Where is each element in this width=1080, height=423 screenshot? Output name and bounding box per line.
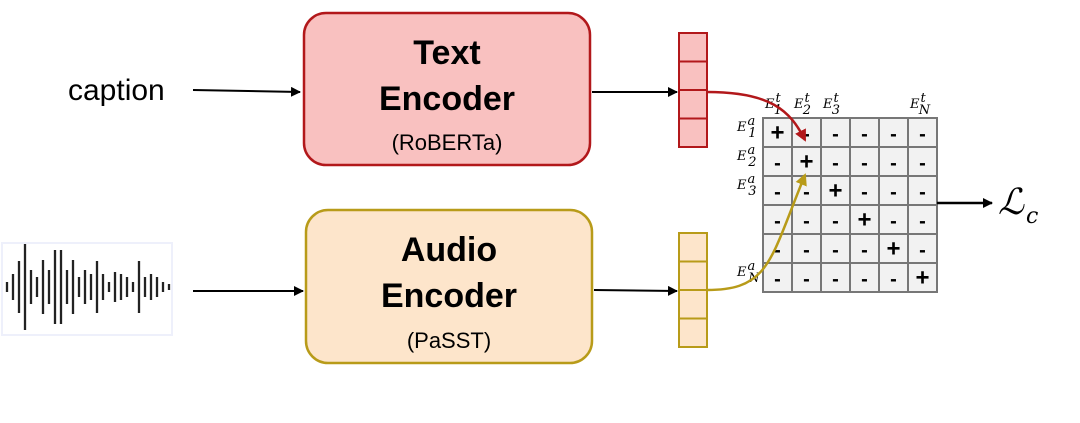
embedding-cell — [678, 89, 708, 120]
positive-pair-mark: + — [857, 207, 871, 234]
caption-arrow — [192, 86, 301, 97]
loss-subscript: c — [1026, 204, 1038, 229]
negative-pair-mark: - — [832, 124, 839, 146]
negative-pair-mark: - — [890, 153, 897, 175]
matrix-cell — [878, 233, 909, 264]
negative-pair-mark: - — [919, 211, 926, 233]
matrix-cell — [820, 117, 851, 148]
matrix-cell — [849, 204, 880, 235]
loss-symbol: ℒ — [998, 182, 1025, 223]
negative-pair-mark: - — [832, 211, 839, 233]
matrix-cell — [907, 146, 938, 177]
negative-pair-mark: - — [803, 269, 810, 291]
positive-pair-mark: + — [915, 265, 929, 292]
matrix-cell — [820, 262, 851, 293]
embedding-cell — [678, 317, 708, 348]
embedding-cell — [678, 260, 708, 291]
matrix-cell — [762, 204, 793, 235]
negative-pair-mark: - — [890, 269, 897, 291]
matrix-cell — [907, 262, 938, 293]
embedding-cell — [678, 232, 708, 263]
negative-pair-mark: - — [774, 269, 781, 291]
negative-pair-mark: - — [919, 153, 926, 175]
loss-label: ℒc — [998, 182, 1038, 229]
embedding-cell — [678, 32, 708, 63]
negative-pair-mark: - — [774, 211, 781, 233]
negative-pair-mark: - — [803, 124, 810, 146]
negative-pair-mark: - — [774, 240, 781, 262]
text-encoder-model: (RoBERTa) — [392, 130, 503, 155]
audio-encoder-box: Audio Encoder (PaSST) — [304, 208, 594, 365]
matrix-cell — [907, 117, 938, 148]
negative-pair-mark: - — [803, 211, 810, 233]
negative-pair-mark: - — [832, 153, 839, 175]
positive-pair-mark: + — [770, 120, 784, 147]
negative-pair-mark: - — [832, 269, 839, 291]
waveform-icon — [1, 242, 173, 336]
negative-pair-mark: - — [861, 124, 868, 146]
matrix-cell — [849, 117, 880, 148]
audio-embedding-arrow — [593, 285, 678, 296]
audio-embedding-curve — [706, 173, 807, 292]
audio-embedding-vector — [678, 232, 708, 348]
matrix-cell — [907, 204, 938, 235]
negative-pair-mark: - — [919, 240, 926, 262]
negative-pair-mark: - — [861, 269, 868, 291]
positive-pair-mark: + — [828, 178, 842, 205]
matrix-cell — [820, 146, 851, 177]
matrix-cell — [762, 117, 793, 148]
negative-pair-mark: - — [890, 182, 897, 204]
negative-pair-mark: - — [919, 124, 926, 146]
negative-pair-mark: - — [890, 124, 897, 146]
matrix-cell — [849, 262, 880, 293]
positive-pair-mark: + — [799, 149, 813, 176]
audio-encoder-model: (PaSST) — [407, 328, 491, 353]
text-embedding-curve — [706, 90, 807, 142]
embedding-cell — [678, 60, 708, 91]
matrix-cell — [878, 262, 909, 293]
negative-pair-mark: - — [861, 182, 868, 204]
negative-pair-mark: - — [890, 211, 897, 233]
text-embedding-vector — [678, 32, 708, 148]
matrix-cell — [907, 233, 938, 264]
negative-pair-mark: - — [832, 240, 839, 262]
negative-pair-mark: - — [803, 240, 810, 262]
negative-pair-mark: - — [861, 153, 868, 175]
audio-encoder-title-2: Encoder — [381, 277, 517, 315]
caption-label: caption — [68, 74, 165, 107]
text-encoder-box: Text Encoder (RoBERTa) — [302, 11, 592, 167]
negative-pair-mark: - — [774, 182, 781, 204]
negative-pair-mark: - — [803, 182, 810, 204]
negative-pair-mark: - — [861, 240, 868, 262]
text-encoder-title-2: Encoder — [379, 80, 515, 118]
text-encoder-title-1: Text — [413, 34, 480, 72]
matrix-cell — [907, 175, 938, 206]
embedding-cell — [678, 289, 708, 320]
matrix-cell — [762, 262, 793, 293]
audio-encoder-title-1: Audio — [401, 231, 497, 269]
negative-pair-mark: - — [774, 153, 781, 175]
embedding-cell — [678, 117, 708, 148]
negative-pair-mark: - — [919, 182, 926, 204]
positive-pair-mark: + — [886, 236, 900, 263]
